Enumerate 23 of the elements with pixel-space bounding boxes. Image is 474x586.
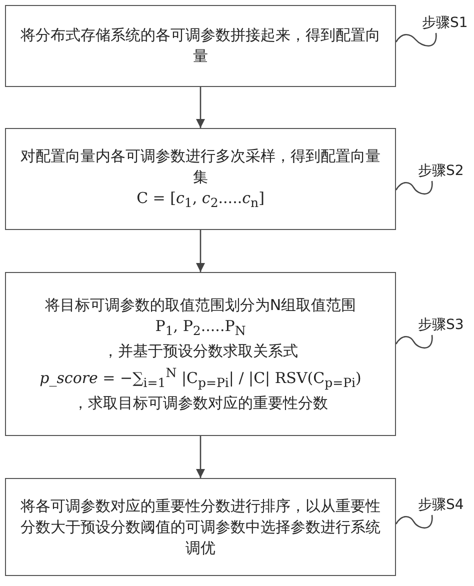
process-box: [5, 478, 396, 576]
step-label: 步骤S4: [418, 496, 464, 514]
process-box: [5, 128, 396, 230]
step-label: 步骤S2: [418, 162, 464, 180]
leader-line: [395, 514, 433, 528]
leader-line: [395, 32, 437, 46]
step-text: ，求取目标可调参数对应的重要性分数: [73, 392, 328, 414]
step-text: ，并基于预设分数求取关系式: [103, 340, 298, 362]
arrow: [196, 230, 206, 272]
leader-line: [395, 334, 433, 348]
step-label: 步骤S1: [422, 14, 468, 32]
formula: p_score = −∑$_{i=1}$$^{N}$ |C$_{p=Pi}$| / |C| RSV(C$_{p=Pi}$): [40, 364, 362, 392]
formula: C = [c$_{1}$, c$_{2}$.....c$_{n}$]: [136, 188, 264, 212]
arrow: [196, 87, 206, 128]
process-box: [5, 5, 396, 87]
leader-line: [395, 180, 433, 194]
step-text: 将各可调参数对应的重要性分数进行排序，以从重要性分数大于预设分数阈值的可调参数中选择参数进行系统调优: [20, 496, 381, 558]
process-box: [5, 272, 396, 436]
formula: P$_{1}$, P$_{2}$.....P$_{N}$: [155, 316, 246, 340]
arrow: [196, 436, 206, 478]
step-text: 将分布式存储系统的各可调参数拼接起来，得到配置向量: [20, 25, 381, 67]
step-text: 将目标可调参数的取值范围划分为N组取值范围: [44, 294, 356, 316]
step-label: 步骤S3: [418, 316, 464, 334]
